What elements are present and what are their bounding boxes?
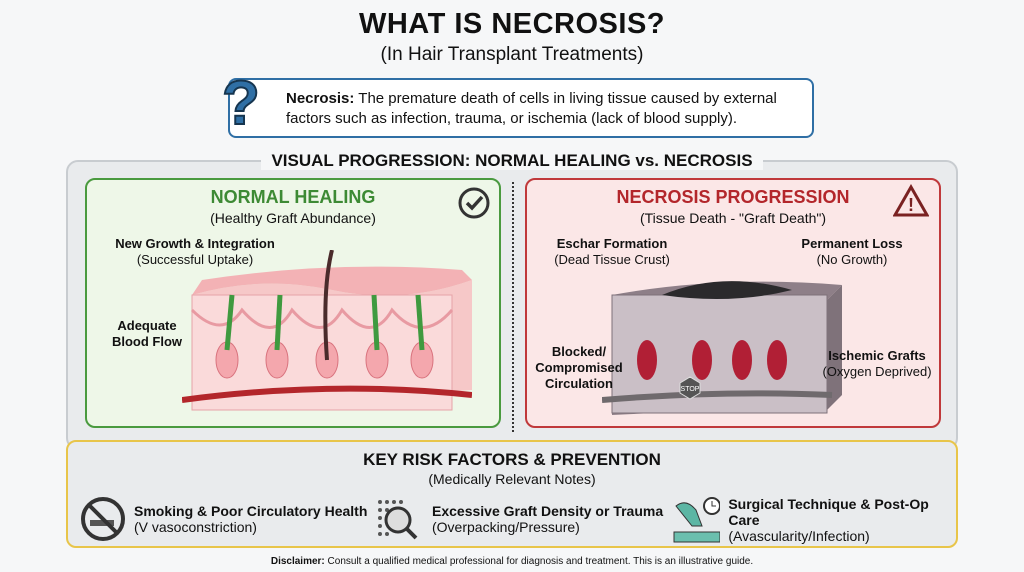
risk-factors-panel: KEY RISK FACTORS & PREVENTION (Medically…	[66, 440, 958, 548]
page-subtitle: (In Hair Transplant Treatments)	[380, 44, 644, 65]
no-smoking-icon	[81, 497, 125, 541]
definition-text: The premature death of cells in living t…	[286, 90, 777, 127]
risk-item-smoking: Smoking & Poor Circulatory Health(V vaso…	[80, 496, 367, 542]
check-circle-icon	[458, 187, 490, 219]
question-mark-icon: ?	[221, 68, 261, 139]
normal-healing-panel: NORMAL HEALING (Healthy Graft Abundance)…	[85, 178, 501, 428]
magnifier-dense-grafts-icon	[378, 500, 418, 540]
label-permanent-loss: Permanent Loss(No Growth)	[801, 236, 903, 267]
risk-subtitle: (Medically Relevant Notes)	[428, 471, 596, 487]
healthy-skin-illustration	[182, 250, 472, 411]
label-ischemic-grafts: Ischemic Grafts(Oxygen Deprived)	[822, 348, 932, 379]
normal-title: NORMAL HEALING	[210, 187, 376, 207]
svg-text:!: !	[908, 195, 914, 215]
label-blocked-circulation: Blocked/ Compromised Circulation	[535, 344, 623, 391]
normal-subtitle: (Healthy Graft Abundance)	[210, 210, 376, 226]
label-new-growth: New Growth & Integration(Successful Upta…	[115, 236, 275, 267]
necrosis-subtitle: (Tissue Death - "Graft Death")	[639, 210, 827, 226]
necrotic-skin-illustration: STOP	[602, 281, 842, 415]
page-title: WHAT IS NECROSIS?	[358, 8, 666, 40]
necrosis-title: NECROSIS PROGRESSION	[616, 187, 850, 207]
definition-term: Necrosis:	[286, 90, 355, 107]
label-blood-flow: Adequate Blood Flow	[111, 318, 183, 349]
section-title: VISUAL PROGRESSION: NORMAL HEALING vs. N…	[0, 151, 1024, 171]
risk-item-surgical: Surgical Technique & Post-Op Care(Avascu…	[672, 496, 956, 544]
label-eschar: Eschar Formation(Dead Tissue Crust)	[554, 236, 670, 267]
risk-title: KEY RISK FACTORS & PREVENTION	[363, 450, 661, 469]
necrosis-panel: NECROSIS PROGRESSION (Tissue Death - "Gr…	[525, 178, 941, 428]
definition-box: Necrosis: The premature death of cells i…	[228, 78, 814, 138]
disclaimer: Disclaimer: Consult a qualified medical …	[270, 556, 754, 567]
panel-divider	[512, 182, 514, 432]
gloved-hand-scalpel-icon	[673, 497, 721, 543]
stop-sign-icon: STOP	[681, 386, 700, 393]
warning-triangle-icon: !	[893, 184, 929, 217]
risk-item-density: Excessive Graft Density or Trauma(Overpa…	[374, 496, 663, 542]
